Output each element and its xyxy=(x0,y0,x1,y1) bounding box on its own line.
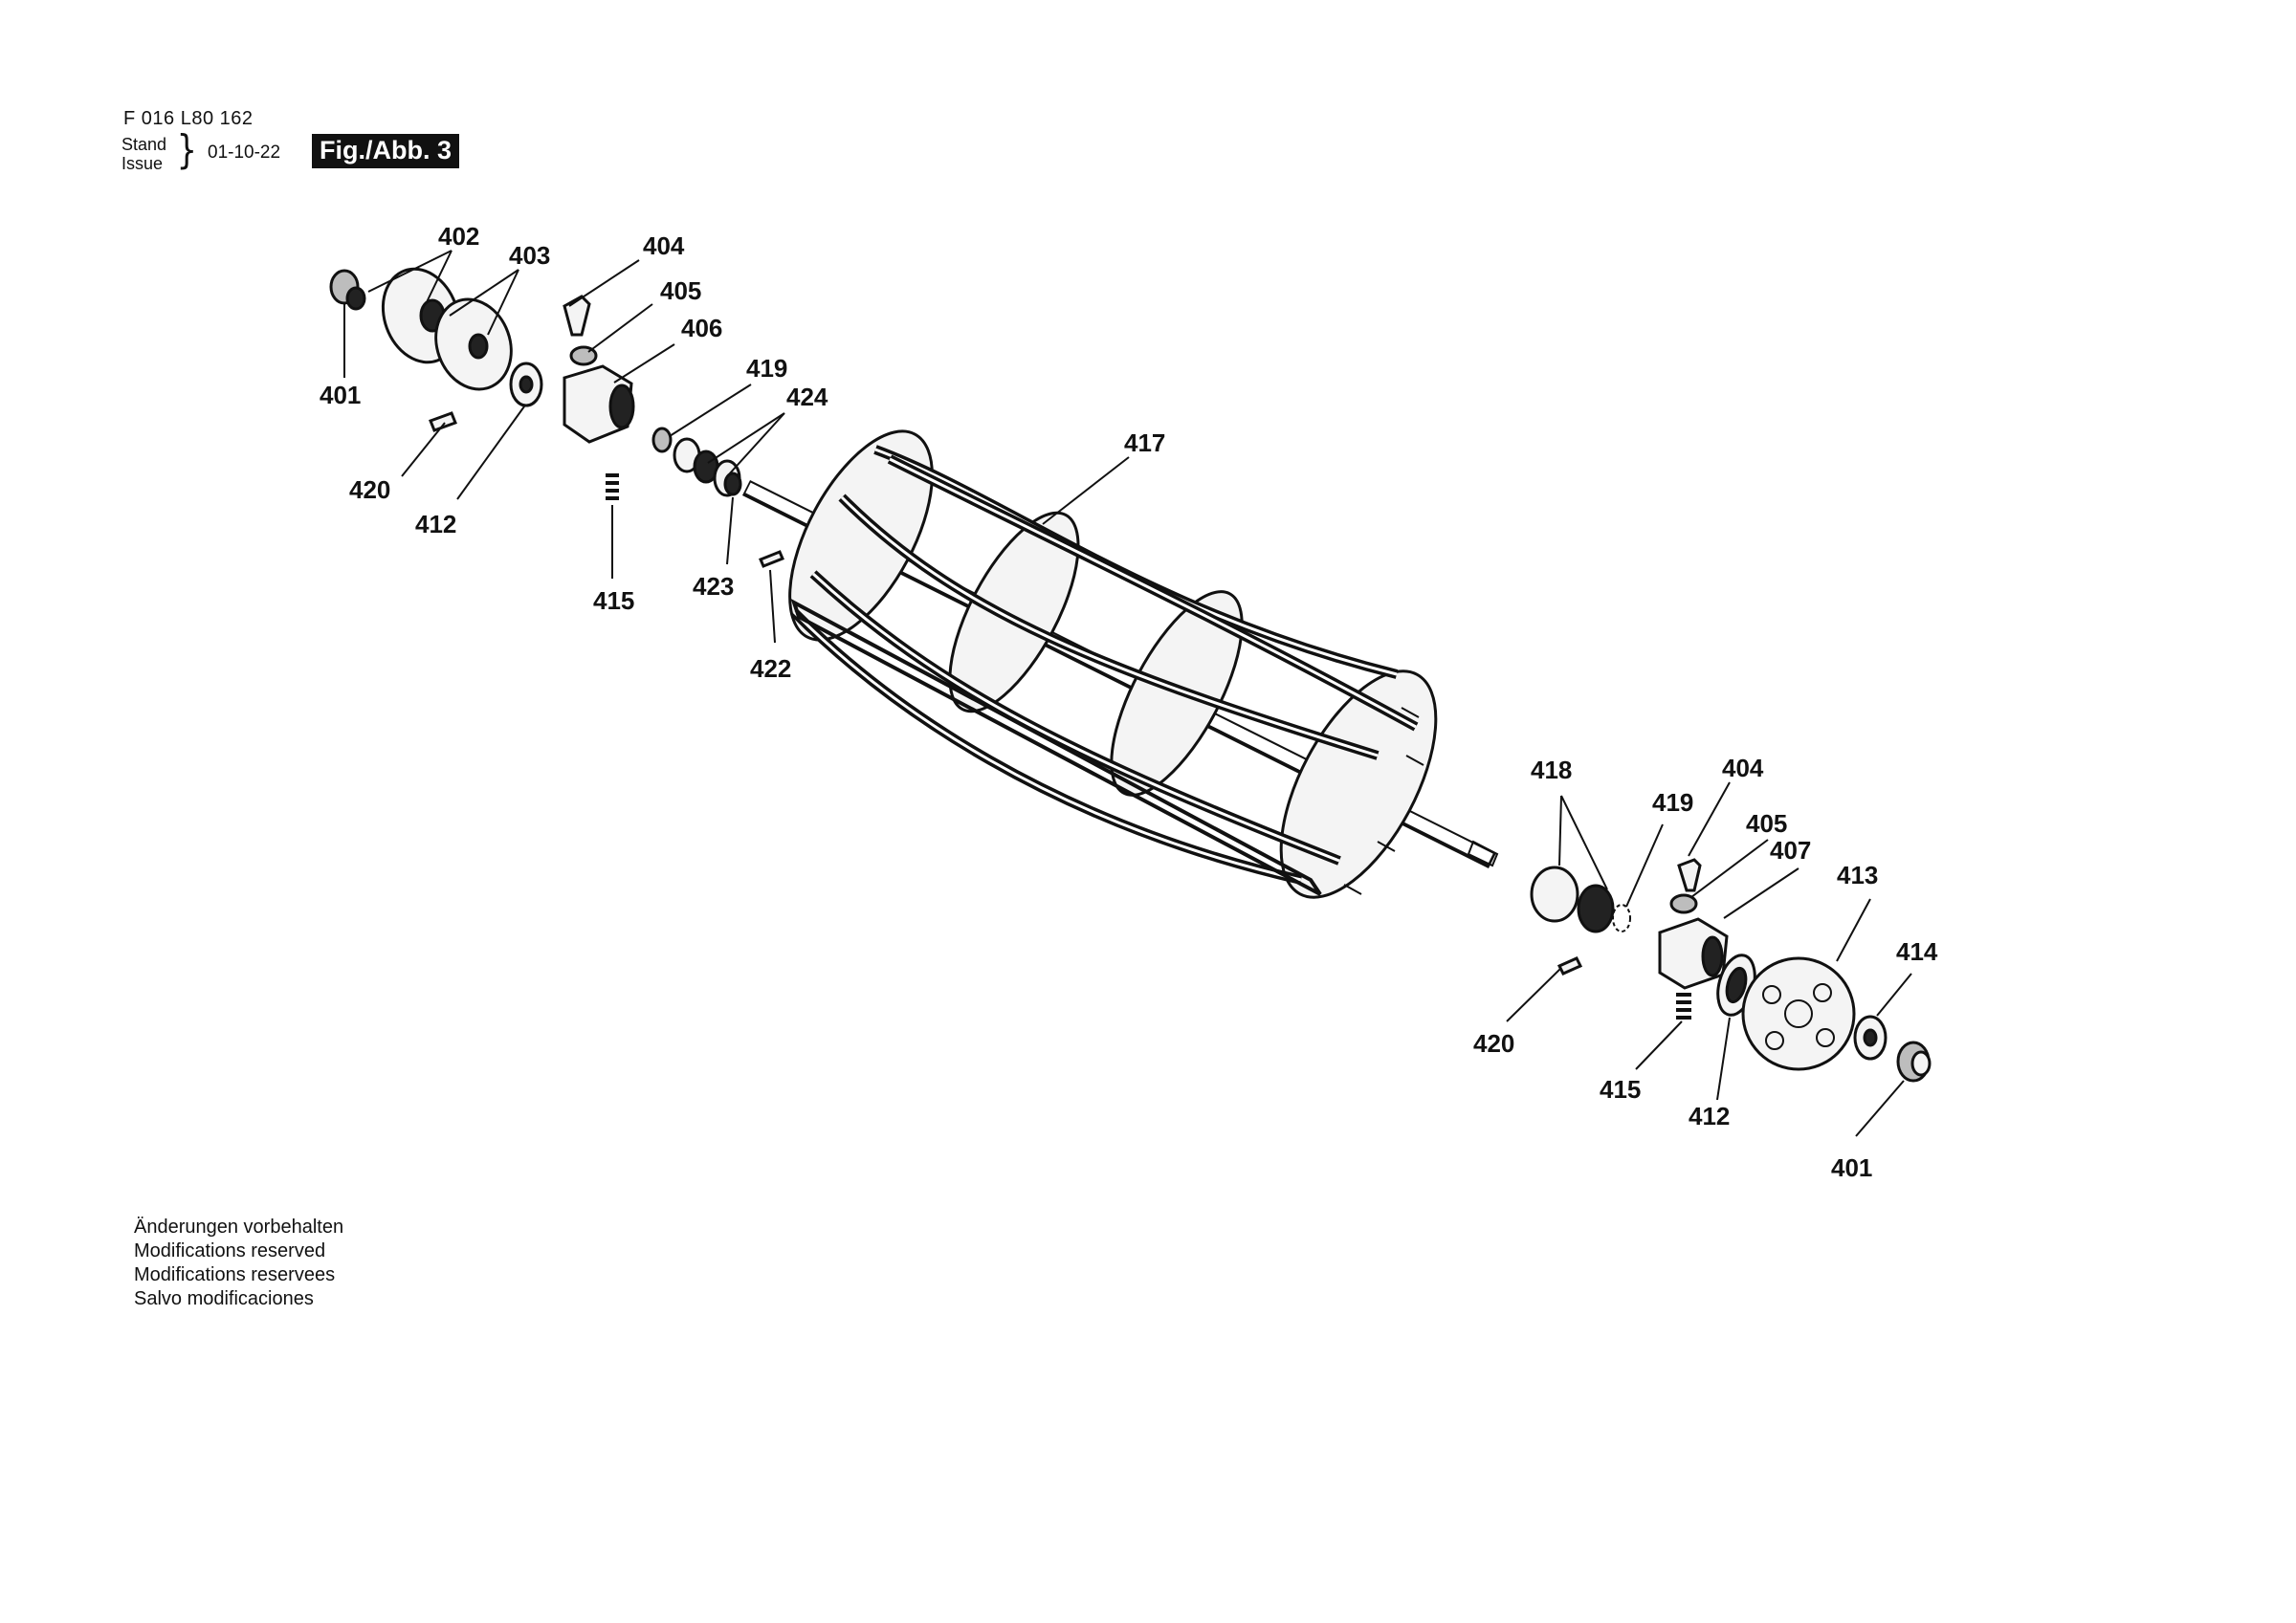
callout-415-left: 415 xyxy=(593,586,634,615)
callout-417: 417 xyxy=(1124,428,1165,457)
right-end-parts xyxy=(1530,858,1932,1083)
callout-406: 406 xyxy=(681,314,722,342)
callout-420-left: 420 xyxy=(349,475,390,504)
note-french: Modifications reservees xyxy=(134,1264,336,1285)
callout-407: 407 xyxy=(1770,836,1811,865)
callout-402: 402 xyxy=(438,222,479,251)
note-spanish: Salvo modificaciones xyxy=(134,1288,314,1309)
callout-414: 414 xyxy=(1896,937,1938,966)
callout-419-left: 419 xyxy=(746,354,787,383)
callout-413: 413 xyxy=(1837,861,1878,889)
callout-404-left: 404 xyxy=(643,231,685,260)
stand-label: Stand xyxy=(121,135,167,154)
note-english: Modifications reserved xyxy=(134,1240,326,1261)
callout-405-left: 405 xyxy=(660,276,701,305)
callout-401-right: 401 xyxy=(1831,1153,1872,1182)
callout-422: 422 xyxy=(750,654,791,683)
callout-415-right: 415 xyxy=(1600,1075,1641,1104)
callout-424: 424 xyxy=(786,383,828,411)
document-number: F 016 L80 162 xyxy=(123,108,254,129)
note-german: Änderungen vorbehalten xyxy=(134,1217,344,1238)
callout-404-right: 404 xyxy=(1722,754,1764,782)
callout-420-right: 420 xyxy=(1473,1029,1514,1058)
callout-412-left: 412 xyxy=(415,510,456,538)
callout-405-right: 405 xyxy=(1746,809,1787,838)
callout-401-left: 401 xyxy=(320,381,361,409)
callout-403: 403 xyxy=(509,241,550,270)
callout-labels: 402 403 404 405 406 401 420 412 415 419 … xyxy=(320,222,1938,1182)
brace-glyph: } xyxy=(176,126,198,173)
callout-418: 418 xyxy=(1531,756,1572,784)
figure-badge: Fig./Abb. 3 xyxy=(312,134,459,168)
callout-412-right: 412 xyxy=(1689,1102,1730,1130)
left-end-parts xyxy=(329,267,784,568)
issue-label: Issue xyxy=(121,154,164,173)
issue-date: 01-10-22 xyxy=(208,143,281,163)
leader-lines xyxy=(343,250,1912,1137)
modification-notes: Änderungen vorbehalten Modifications res… xyxy=(134,1216,343,1311)
callout-423: 423 xyxy=(693,572,734,601)
reel-cylinder xyxy=(741,429,1499,899)
callout-419-right: 419 xyxy=(1652,788,1693,817)
